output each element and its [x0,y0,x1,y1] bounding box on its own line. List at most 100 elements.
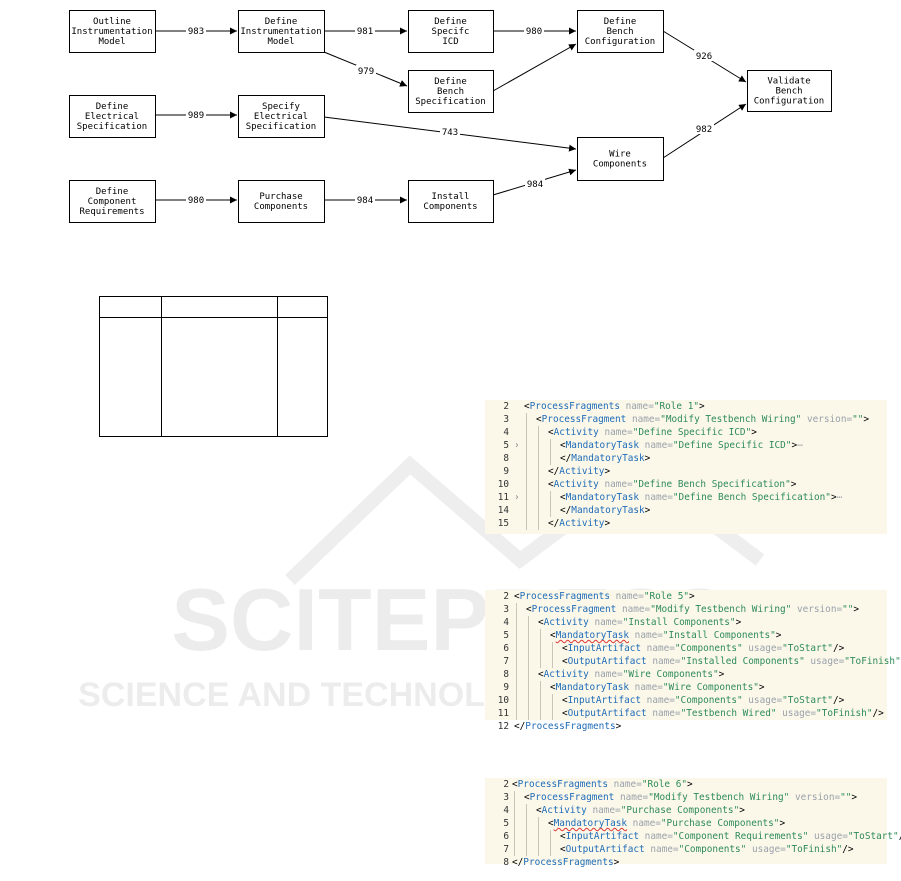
xml-bracket: > [615,721,622,732]
code-text[interactable]: </ProcessFragments> [514,720,621,733]
xml-bracket: < [548,427,554,438]
code-text[interactable]: </Activity> [548,517,610,530]
code-text[interactable]: <MandatoryTask name="Install Components"… [550,629,781,642]
edge-label-background [524,25,544,36]
code-text[interactable]: <ProcessFragments name="Role 1"> [524,400,705,413]
code-text[interactable]: <MandatoryTask name="Wire Components"> [550,681,765,694]
code-text[interactable]: <InputArtifact name="Components" usage="… [562,642,844,655]
xml-tag-name: OutputArtifact [567,656,647,667]
line-number: 2 [503,401,509,412]
fold-chevron-icon[interactable]: › [514,440,520,451]
xml-attribute: usage= [746,844,786,855]
xml-attribute: name= [646,708,681,719]
node-box [69,10,156,53]
node-label-line: Component [88,197,137,207]
indent-guide [526,804,527,817]
xml-attribute: name= [614,792,649,803]
table-header-row [99,296,328,318]
edge-define-bench-spec-to-define-bench-cfg [492,43,577,92]
xml-bracket: </ [548,518,560,529]
xml-attribute: usage= [776,708,817,719]
line-number: 5 [503,818,509,829]
code-text[interactable]: <Activity name="Purchase Components"> [536,804,745,817]
code-text[interactable]: <OutputArtifact name="Installed Componen… [562,655,901,668]
xml-tag-name: ProcessFragments [529,401,620,412]
indent-guide [550,439,551,452]
xml-attribute: name= [607,779,642,790]
xml-attribute-value: "ToStart" [782,695,833,706]
xml-attribute: ⋯ [797,440,803,451]
node-label-line: Configuration [585,37,655,47]
code-text[interactable]: </MandatoryTask> [560,504,650,517]
code-text[interactable]: <ProcessFragment name="Modify Testbench … [536,413,869,426]
xml-attribute: name= [639,440,673,451]
code-text[interactable]: <ProcessFragments name="Role 5"> [514,590,695,603]
xml-bracket: </ [514,721,526,732]
xml-tag-name: MandatoryTask [555,630,630,641]
edge-define-comp-req-to-purchase: 980 [155,194,237,206]
xml-tag-name: MandatoryTask [553,818,628,829]
xml-bracket: < [548,818,554,829]
fold-chevron-icon[interactable]: › [514,492,520,503]
indent-guide [528,616,529,629]
code-text[interactable]: <OutputArtifact name="Components" usage=… [560,843,854,856]
xml-tag-name: Activity [559,466,605,477]
node-label-line: Specify [262,102,301,112]
node-label-line: Bench [606,27,633,37]
edge-label-background [694,50,714,61]
indent-guide [514,804,515,817]
code-text[interactable]: <MandatoryTask name="Define Specific ICD… [560,439,803,452]
code-text[interactable]: <MandatoryTask name="Purchase Components… [548,817,785,830]
code-text[interactable]: <Activity name="Define Bench Specificati… [548,478,796,491]
xml-attribute-value: "Role 1" [653,401,699,412]
indent-guide [538,504,539,517]
code-text[interactable]: <MandatoryTask name="Define Bench Specif… [560,491,842,504]
xml-tag-name: Activity [553,427,599,438]
indent-guide [516,603,517,616]
xml-attribute-value: "Purchase Components" [620,805,740,816]
indent-guide [526,452,527,465]
code-text[interactable]: <Activity name="Define Specific ICD"> [548,426,757,439]
xml-bracket: > [830,492,837,503]
edge-label-background [440,126,460,137]
edge-label-background [186,25,206,36]
indent-guide [538,478,539,491]
node-label-line: Instrumentation [71,27,152,37]
code-text[interactable]: <OutputArtifact name="Testbench Wired" u… [562,707,884,720]
node-label-line: ICD [442,37,458,47]
code-line: 9</Activity> [485,465,887,478]
code-text[interactable]: <Activity name="Install Components"> [538,616,741,629]
node-label-line: Define [96,102,129,112]
xml-bracket: < [560,831,566,842]
code-line: 10<Activity name="Define Bench Specifica… [485,478,887,491]
xml-attribute-value: "Install Components" [662,630,776,641]
code-text[interactable]: <Activity name="Wire Components"> [538,668,724,681]
code-text[interactable]: </ProcessFragments> [512,856,619,869]
line-number: 9 [503,682,509,693]
node-label-line: Wire [609,150,631,160]
indent-guide [528,655,529,668]
indent-guide [540,655,541,668]
node-label-line: Bench [775,87,802,97]
node-box [577,10,664,53]
xml-bracket: > [699,401,705,412]
indent-guide [528,629,529,642]
indent-guide [516,668,517,681]
edge-label: 980 [526,27,542,37]
code-text[interactable]: <InputArtifact name="Components" usage="… [562,694,844,707]
table-cell [277,296,328,318]
indent-guide [552,707,553,720]
code-text[interactable]: </MandatoryTask> [560,452,650,465]
line-number: 15 [497,518,509,529]
code-line: 8<Activity name="Wire Components"> [485,668,887,681]
code-text[interactable]: <ProcessFragment name="Modify Testbench … [524,791,857,804]
code-text[interactable]: <InputArtifact name="Component Requireme… [560,830,901,843]
node-label-line: Components [593,160,647,170]
edge-label: 980 [188,196,204,206]
edge-label-background [355,194,375,205]
code-text[interactable]: </Activity> [548,465,610,478]
code-line: 6<InputArtifact name="Components" usage=… [485,642,887,655]
code-text[interactable]: <ProcessFragment name="Modify Testbench … [526,603,859,616]
edge-label: 981 [357,27,373,37]
code-text[interactable]: <ProcessFragments name="Role 6"> [512,778,693,791]
